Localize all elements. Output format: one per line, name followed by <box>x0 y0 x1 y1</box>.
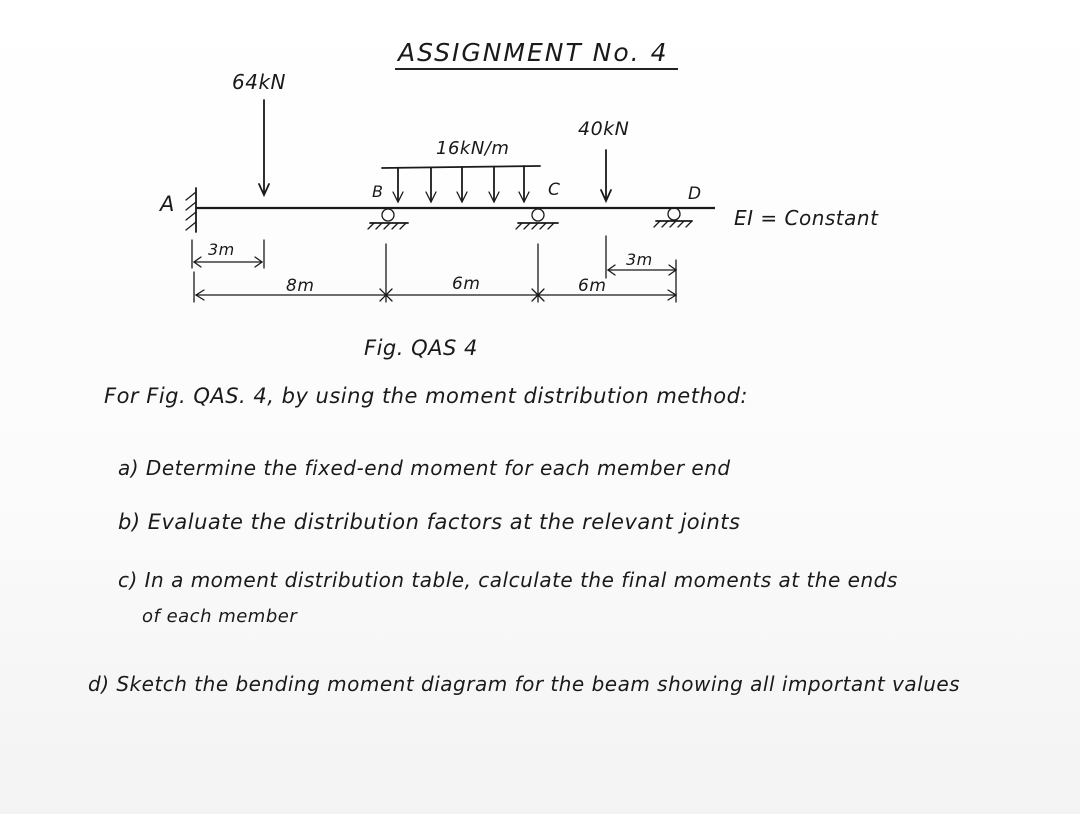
point-load-right-arrow <box>600 149 612 204</box>
dimension-label-c-to-d: 6m <box>578 276 607 296</box>
node-label-c: C <box>548 180 561 200</box>
dimension-label-load-to-d: 3m <box>626 250 653 269</box>
point-load-left-label: 64kN <box>232 70 286 94</box>
question-part-a: a) Determine the fixed-end moment for ea… <box>118 456 731 480</box>
page-title: ASSIGNMENT No. 4 <box>398 38 669 67</box>
dimension-label-a-to-load: 3m <box>208 240 235 259</box>
figure-caption: Fig. QAS 4 <box>364 336 478 360</box>
roller-support-b <box>367 208 409 230</box>
question-intro: For Fig. QAS. 4, by using the moment dis… <box>104 384 749 408</box>
dimension-label-a-to-b: 8m <box>286 276 315 296</box>
question-part-c: c) In a moment distribution table, calcu… <box>118 568 898 592</box>
question-part-c-continued: of each member <box>142 606 298 627</box>
dimension-main-row <box>193 243 678 303</box>
node-label-d: D <box>688 184 702 204</box>
dimension-a-to-load <box>191 239 265 269</box>
question-part-b: b) Evaluate the distribution factors at … <box>118 510 741 534</box>
distributed-load-arrows <box>381 165 541 204</box>
question-part-d: d) Sketch the bending moment diagram for… <box>88 672 961 696</box>
roller-support-c <box>515 208 559 230</box>
node-label-b: B <box>372 182 384 201</box>
title-underline <box>395 68 678 70</box>
fixed-support-a <box>185 187 197 233</box>
dimension-label-b-to-c: 6m <box>452 274 481 294</box>
stiffness-label: EI = Constant <box>734 206 879 230</box>
roller-support-d <box>653 207 693 228</box>
point-load-right-label: 40kN <box>578 118 630 140</box>
dimension-load-to-d <box>605 235 678 279</box>
distributed-load-label: 16kN/m <box>436 138 510 159</box>
beam-diagram <box>185 99 715 303</box>
point-load-left-arrow <box>258 99 270 198</box>
node-label-a: A <box>160 192 175 216</box>
